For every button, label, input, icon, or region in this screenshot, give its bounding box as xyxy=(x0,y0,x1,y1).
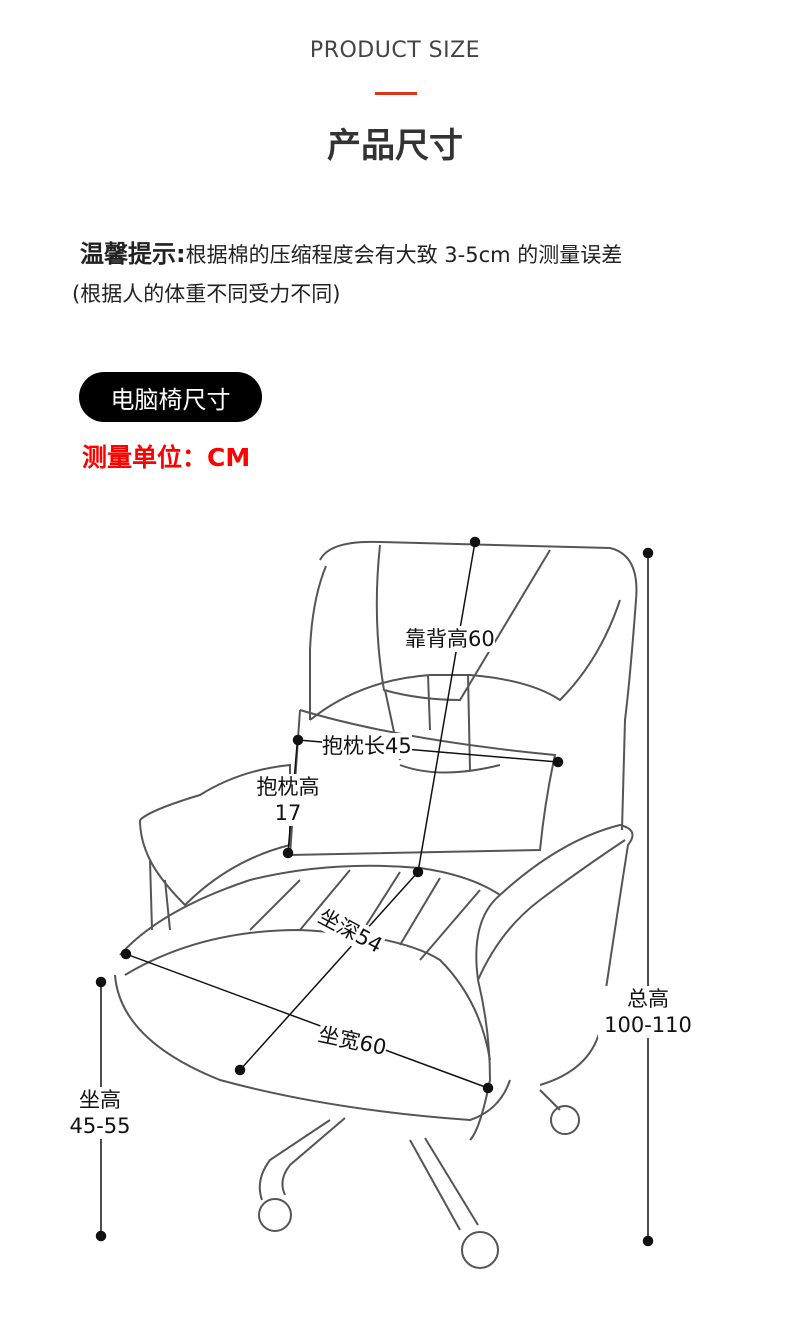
pillow-height-title: 抱枕高 xyxy=(256,775,320,799)
unit-label: 测量单位：CM xyxy=(82,443,251,472)
page-title: 产品尺寸 xyxy=(327,126,463,166)
section-badge: 电脑椅尺寸 xyxy=(79,372,262,422)
notice: 温馨提示:根据棉的压缩程度会有大致 3-5cm 的测量误差 xyxy=(80,234,622,269)
seat-height-value: 45-55 xyxy=(69,1114,131,1138)
total-height-title: 总高 xyxy=(627,987,669,1011)
seat-height-label: 坐高 45-55 xyxy=(60,1087,140,1139)
notice-label: 温馨提示: xyxy=(80,240,186,268)
chair-outline xyxy=(114,540,638,1269)
pillow-height-value: 17 xyxy=(274,801,302,825)
back-height-label: 靠背高60 xyxy=(405,626,495,652)
pillow-height-label: 抱枕高 17 xyxy=(248,774,328,826)
notice-text: 根据棉的压缩程度会有大致 3-5cm 的测量误差 xyxy=(185,243,623,267)
accent-divider xyxy=(375,92,417,95)
total-height-label: 总高 100-110 xyxy=(598,986,698,1038)
subtitle: PRODUCT SIZE xyxy=(309,38,481,63)
pillow-length-label: 抱枕长45 xyxy=(322,733,412,759)
dimension-lines xyxy=(95,536,654,1247)
notice-note: (根据人的体重不同受力不同) xyxy=(72,282,341,306)
total-height-value: 100-110 xyxy=(604,1013,692,1037)
seat-height-title: 坐高 xyxy=(79,1088,121,1112)
